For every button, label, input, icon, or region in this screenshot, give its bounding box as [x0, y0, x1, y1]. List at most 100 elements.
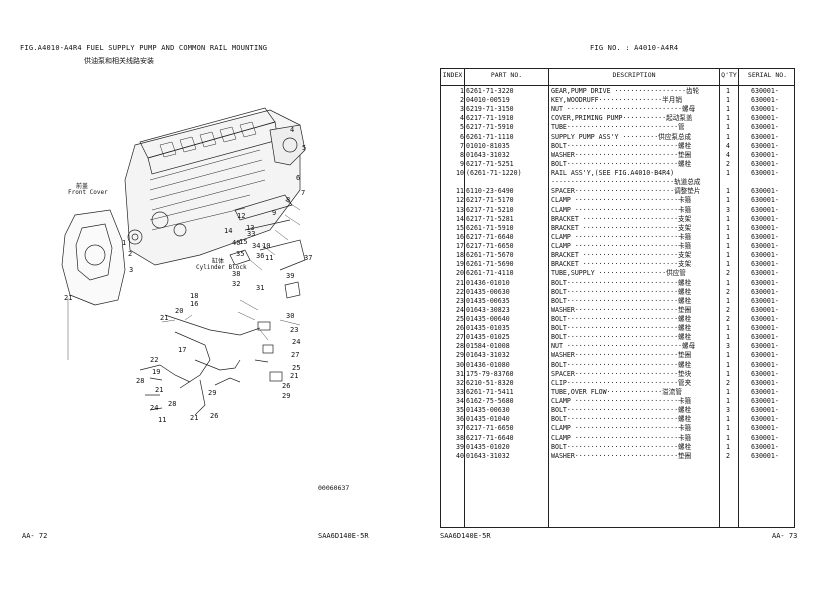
- col-header-serial: SERIAL NO.: [747, 71, 788, 79]
- row-qty: 1: [726, 214, 730, 223]
- row-qty: 1: [726, 333, 730, 342]
- row-qty: 1: [726, 187, 730, 196]
- row-part-no: 6261-71-5411: [466, 387, 514, 396]
- row-part-no: 6217-71-5170: [466, 196, 514, 205]
- row-index: 14: [456, 214, 464, 223]
- row-index: 17: [456, 242, 464, 251]
- row-description: BOLT····························螺栓: [551, 324, 692, 333]
- row-qty: 3: [726, 406, 730, 415]
- row-description: NUT ·····························螺母: [551, 105, 696, 114]
- row-description: CLAMP ··························卡箍: [551, 424, 692, 433]
- svg-text:16: 16: [190, 300, 198, 308]
- row-description: CLAMP ··························卡箍: [551, 397, 692, 406]
- row-serial: 630001-: [751, 141, 779, 150]
- svg-text:32: 32: [232, 280, 240, 288]
- svg-text:4: 4: [290, 126, 294, 134]
- row-part-no: 01435-00635: [466, 296, 510, 305]
- row-part-no: 6219-71-3150: [466, 105, 514, 114]
- row-index: 24: [456, 305, 464, 314]
- row-index: 27: [456, 333, 464, 342]
- col-header-index: INDEX: [442, 71, 463, 79]
- row-qty: 1: [726, 260, 730, 269]
- row-serial: 630001-: [751, 406, 779, 415]
- row-qty: 4: [726, 141, 730, 150]
- row-index: 6: [460, 132, 464, 141]
- pump-gear-drawing: [127, 229, 143, 245]
- row-part-no: 6210-51-8320: [466, 378, 514, 387]
- row-index: 29: [456, 351, 464, 360]
- row-qty: 1: [726, 296, 730, 305]
- row-part-no: 04010-00519: [466, 96, 510, 105]
- svg-text:23: 23: [290, 326, 298, 334]
- row-description: BOLT····························螺栓: [551, 278, 692, 287]
- row-part-no: 175-79-83760: [466, 369, 514, 378]
- row-serial: 630001-: [751, 159, 779, 168]
- row-part-no: 6261-71-4110: [466, 269, 514, 278]
- svg-text:21: 21: [64, 294, 72, 302]
- row-serial: 630001-: [751, 114, 779, 123]
- row-serial: 630001-: [751, 187, 779, 196]
- row-part-no: 6110-23-6490: [466, 187, 514, 196]
- row-part-no: 01010-81035: [466, 141, 510, 150]
- svg-text:38: 38: [232, 270, 240, 278]
- row-part-no: 01643-31032: [466, 451, 510, 460]
- svg-text:21: 21: [160, 314, 168, 322]
- row-index: 8: [460, 150, 464, 159]
- row-description: BRACKET ························支架: [551, 223, 692, 232]
- svg-text:2: 2: [128, 250, 132, 258]
- row-description: SUPPLY PUMP ASS'Y ·········供应泵总成: [551, 132, 692, 141]
- common-rail-drawing: [234, 194, 293, 221]
- row-qty: 1: [726, 351, 730, 360]
- row-index: 18: [456, 251, 464, 260]
- row-qty: 1: [726, 360, 730, 369]
- row-serial: 630001-: [751, 333, 779, 342]
- row-index: 35: [456, 406, 464, 415]
- row-index: 4: [460, 114, 464, 123]
- svg-text:28: 28: [168, 400, 176, 408]
- row-serial: 630001-: [751, 123, 779, 132]
- row-index: 7: [460, 141, 464, 150]
- row-description: CLAMP ··························卡箍: [551, 433, 692, 442]
- row-serial: 630001-: [751, 360, 779, 369]
- svg-text:20: 20: [175, 307, 183, 315]
- row-description: WASHER··························垫圈: [551, 150, 692, 159]
- svg-text:40: 40: [232, 239, 240, 247]
- engine-block-drawing: [124, 107, 306, 266]
- row-part-no: 01643-31032: [466, 150, 510, 159]
- row-serial: 630001-: [751, 424, 779, 433]
- row-index: 13: [456, 205, 464, 214]
- row-index: 26: [456, 324, 464, 333]
- row-part-no: 6162-75-5680: [466, 397, 514, 406]
- table-row: 10(6261-71-1220)RAIL ASS'Y,(SEE FIG.A401…: [441, 169, 794, 178]
- row-description: NUT ·····························螺母: [551, 342, 696, 351]
- row-qty: 1: [726, 105, 730, 114]
- row-qty: 1: [726, 232, 730, 241]
- svg-text:22: 22: [150, 356, 158, 364]
- row-index: 16: [456, 232, 464, 241]
- cylinder-block-label-cn: 缸体: [212, 258, 225, 265]
- drawing-number: 00060637: [318, 484, 350, 492]
- row-qty: 1: [726, 114, 730, 123]
- row-part-no: 6261-71-1110: [466, 132, 514, 141]
- row-part-no: 6261-71-5910: [466, 223, 514, 232]
- col-header-qty: Q'TY: [721, 71, 737, 79]
- row-qty: 1: [726, 397, 730, 406]
- row-qty: 1: [726, 132, 730, 141]
- figure-title: FIG.A4010-A4R4 FUEL SUPPLY PUMP AND COMM…: [20, 44, 268, 52]
- row-part-no: 01643-31032: [466, 351, 510, 360]
- row-part-no: 6217-71-6650: [466, 242, 514, 251]
- row-part-no: 01643-30823: [466, 305, 510, 314]
- svg-text:29: 29: [282, 392, 290, 400]
- row-qty: 1: [726, 415, 730, 424]
